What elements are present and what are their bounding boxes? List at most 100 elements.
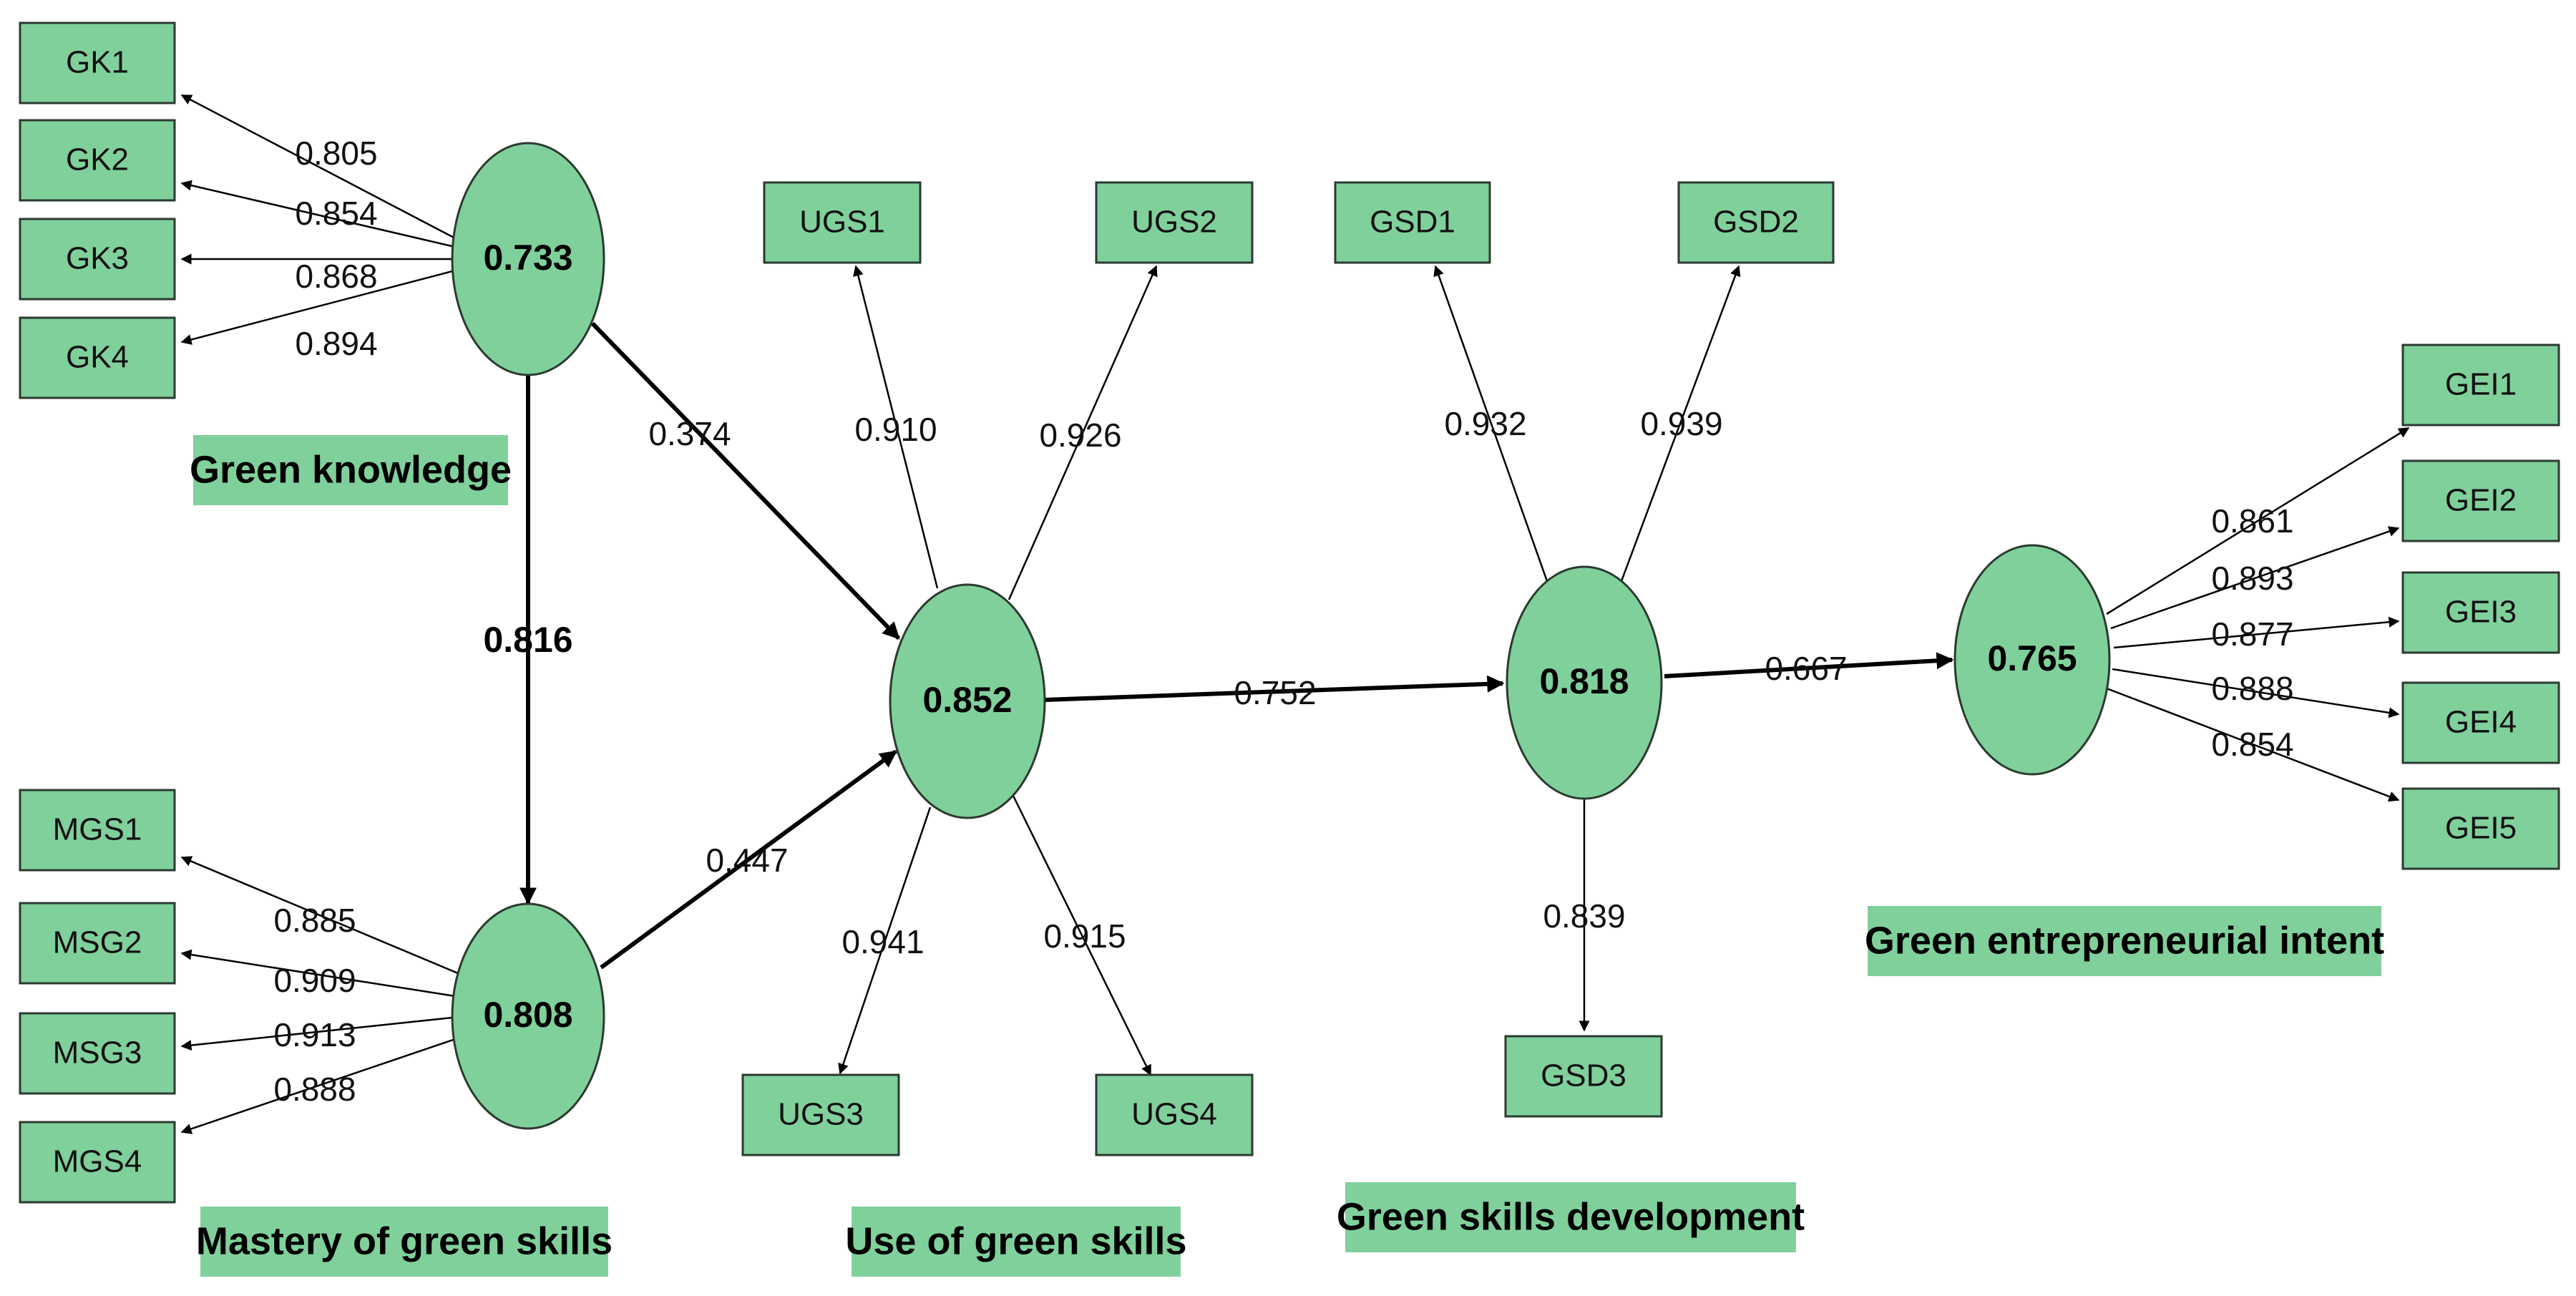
edge-gsd-gsd1 — [1433, 265, 1548, 582]
path-mgs-ugs — [600, 749, 897, 970]
coef-gsd-gei: 0.667 — [1765, 650, 1847, 687]
loading-ugs3: 0.941 — [841, 923, 924, 960]
gk-indicators: GK1 GK2 GK3 GK4 — [19, 21, 176, 399]
loading-gk1: 0.805 — [295, 135, 377, 172]
loading-gsd2: 0.939 — [1640, 405, 1722, 442]
r-squared-gsd: 0.818 — [1539, 661, 1629, 701]
indicator-gei3: GEI3 — [2401, 571, 2560, 654]
gk-loading-labels: 0.805 0.854 0.868 0.894 — [295, 135, 377, 362]
indicator-label: GSD2 — [1713, 205, 1799, 240]
construct-gk: 0.733 — [451, 142, 605, 376]
r-squared-mgs: 0.808 — [483, 995, 572, 1035]
edge-mgs-mgs1 — [180, 856, 459, 975]
indicator-label: GK3 — [66, 241, 129, 276]
gsd-loading-labels: 0.932 0.939 0.839 — [1444, 405, 1722, 935]
indicator-mgs4: MGS4 — [19, 1121, 176, 1204]
indicator-label: GEI5 — [2445, 811, 2517, 846]
coef-ugs-gsd: 0.752 — [1234, 674, 1316, 711]
indicator-label: UGS2 — [1131, 205, 1217, 240]
loading-msg3: 0.913 — [273, 1016, 356, 1053]
indicator-ugs4: UGS4 — [1095, 1073, 1254, 1156]
construct-label-mgs: Mastery of green skills — [196, 1207, 613, 1277]
path-gk-ugs — [590, 321, 901, 640]
loading-gei5: 0.854 — [2211, 726, 2293, 763]
indicator-label: GK2 — [66, 142, 129, 177]
indicator-ugs2: UGS2 — [1095, 181, 1254, 264]
edge-gei-gei3 — [2113, 616, 2400, 649]
r-squared-ugs: 0.852 — [922, 680, 1012, 720]
edge-gei-gei4 — [2112, 668, 2400, 718]
indicator-gsd1: GSD1 — [1334, 181, 1491, 264]
indicator-gei5: GEI5 — [2401, 787, 2560, 870]
indicator-label: MGS4 — [53, 1144, 142, 1179]
path-ugs-gsd — [1044, 675, 1505, 702]
path-coefficient-labels: 0.816 0.374 0.447 0.752 0.667 — [483, 415, 1847, 879]
indicator-label: GSD3 — [1541, 1058, 1626, 1093]
structural-paths — [519, 321, 1954, 970]
construct-mgs: 0.808 — [451, 902, 605, 1130]
construct-gsd: 0.818 — [1506, 565, 1663, 800]
construct-name: Green knowledge — [190, 448, 512, 491]
indicator-ugs1: UGS1 — [763, 181, 922, 264]
indicator-gk1: GK1 — [19, 21, 176, 104]
loading-msg2: 0.909 — [273, 962, 356, 999]
construct-name: Green entrepreneurial intent — [1865, 919, 2384, 962]
indicator-gk3: GK3 — [19, 218, 176, 301]
indicator-gei1: GEI1 — [2401, 344, 2560, 427]
edge-mgs-msg2 — [180, 949, 456, 998]
indicator-label: MSG2 — [53, 925, 142, 960]
indicator-label: GEI4 — [2445, 705, 2517, 740]
indicator-gei2: GEI2 — [2401, 459, 2560, 542]
loading-mgs1: 0.885 — [273, 902, 356, 939]
indicator-label: UGS4 — [1131, 1097, 1217, 1132]
indicator-gk2: GK2 — [19, 119, 176, 202]
construct-label-gei: Green entrepreneurial intent — [1865, 906, 2384, 976]
indicator-label: UGS3 — [778, 1097, 864, 1132]
edge-gsd-gsd2 — [1620, 265, 1741, 582]
coef-mgs-ugs: 0.447 — [706, 842, 788, 879]
path-gsd-gei — [1664, 652, 1954, 678]
loading-gk4: 0.894 — [295, 325, 377, 362]
loading-gei1: 0.861 — [2211, 502, 2293, 540]
edge-gei-gei5 — [2106, 687, 2400, 802]
construct-name: Use of green skills — [845, 1219, 1186, 1262]
construct-label-ugs: Use of green skills — [845, 1207, 1187, 1277]
indicator-msg2: MSG2 — [19, 902, 176, 985]
edge-ugs-ugs1 — [853, 265, 939, 589]
construct-ugs: 0.852 — [889, 583, 1046, 819]
ugs-indicators: UGS1 UGS2 UGS3 UGS4 — [741, 181, 1254, 1156]
indicator-gsd3: GSD3 — [1504, 1035, 1663, 1118]
indicator-label: GEI1 — [2445, 367, 2517, 402]
construct-label-gsd: Green skills development — [1337, 1182, 1805, 1252]
loading-gk3: 0.868 — [295, 258, 377, 295]
coef-gk-mgs: 0.816 — [483, 620, 572, 660]
loading-gsd3: 0.839 — [1543, 897, 1625, 935]
indicator-label: MSG3 — [53, 1036, 142, 1071]
loading-ugs2: 0.926 — [1039, 416, 1121, 454]
loading-gei4: 0.888 — [2211, 670, 2293, 707]
ugs-loading-labels: 0.910 0.926 0.941 0.915 — [841, 411, 1126, 960]
construct-name: Mastery of green skills — [196, 1219, 613, 1262]
indicator-label: GSD1 — [1370, 205, 1455, 240]
coef-gk-ugs: 0.374 — [648, 415, 731, 452]
indicator-label: GEI2 — [2445, 483, 2517, 518]
indicator-gei4: GEI4 — [2401, 681, 2560, 764]
loading-ugs4: 0.915 — [1043, 917, 1126, 955]
edge-mgs-mgs4 — [180, 1038, 456, 1134]
edge-gei-gei2 — [2110, 526, 2400, 630]
edge-gk-gk2 — [180, 180, 456, 248]
mgs-indicators: MGS1 MSG2 MSG3 MGS4 — [19, 789, 176, 1204]
edge-ugs-ugs3 — [838, 807, 932, 1075]
loading-gsd1: 0.932 — [1444, 405, 1526, 442]
gsd-indicators: GSD1 GSD2 GSD3 — [1334, 181, 1835, 1118]
indicator-mgs1: MGS1 — [19, 789, 176, 872]
edge-ugs-ugs2 — [1008, 265, 1158, 600]
gei-loading-labels: 0.861 0.893 0.877 0.888 0.854 — [2211, 502, 2293, 763]
indicator-ugs3: UGS3 — [741, 1073, 900, 1156]
ugs-loading-edges — [838, 265, 1158, 1076]
loading-gei2: 0.893 — [2211, 560, 2293, 597]
mgs-loading-edges — [180, 856, 459, 1134]
indicator-label: UGS1 — [799, 205, 885, 240]
gei-loading-edges — [2106, 427, 2410, 802]
indicator-label: MGS1 — [53, 812, 142, 847]
